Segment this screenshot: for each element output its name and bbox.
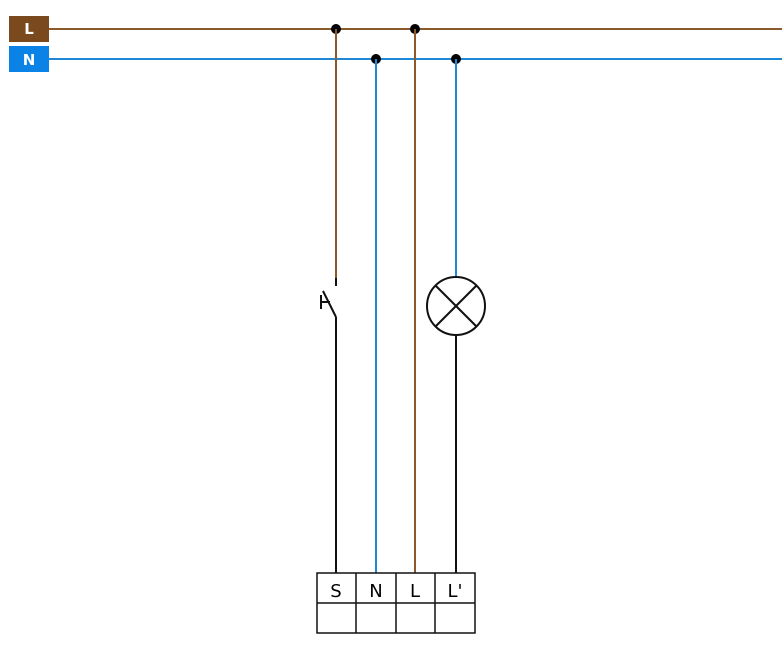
terminal-l-label: L xyxy=(410,581,420,602)
terminal-n-label: N xyxy=(369,581,382,602)
rail-l: L xyxy=(9,16,782,42)
rail-n-label: N xyxy=(23,51,36,69)
terminal-s-label: S xyxy=(330,581,341,602)
terminal-l-prime-label: L' xyxy=(448,581,463,602)
lamp-icon xyxy=(426,276,486,336)
push-button-switch-icon xyxy=(320,278,337,318)
rail-n-badge xyxy=(9,46,49,72)
rail-n: N xyxy=(9,46,782,72)
rail-l-label: L xyxy=(24,20,34,38)
rail-l-badge xyxy=(9,16,49,42)
terminal-block: S N L L' xyxy=(316,572,476,634)
